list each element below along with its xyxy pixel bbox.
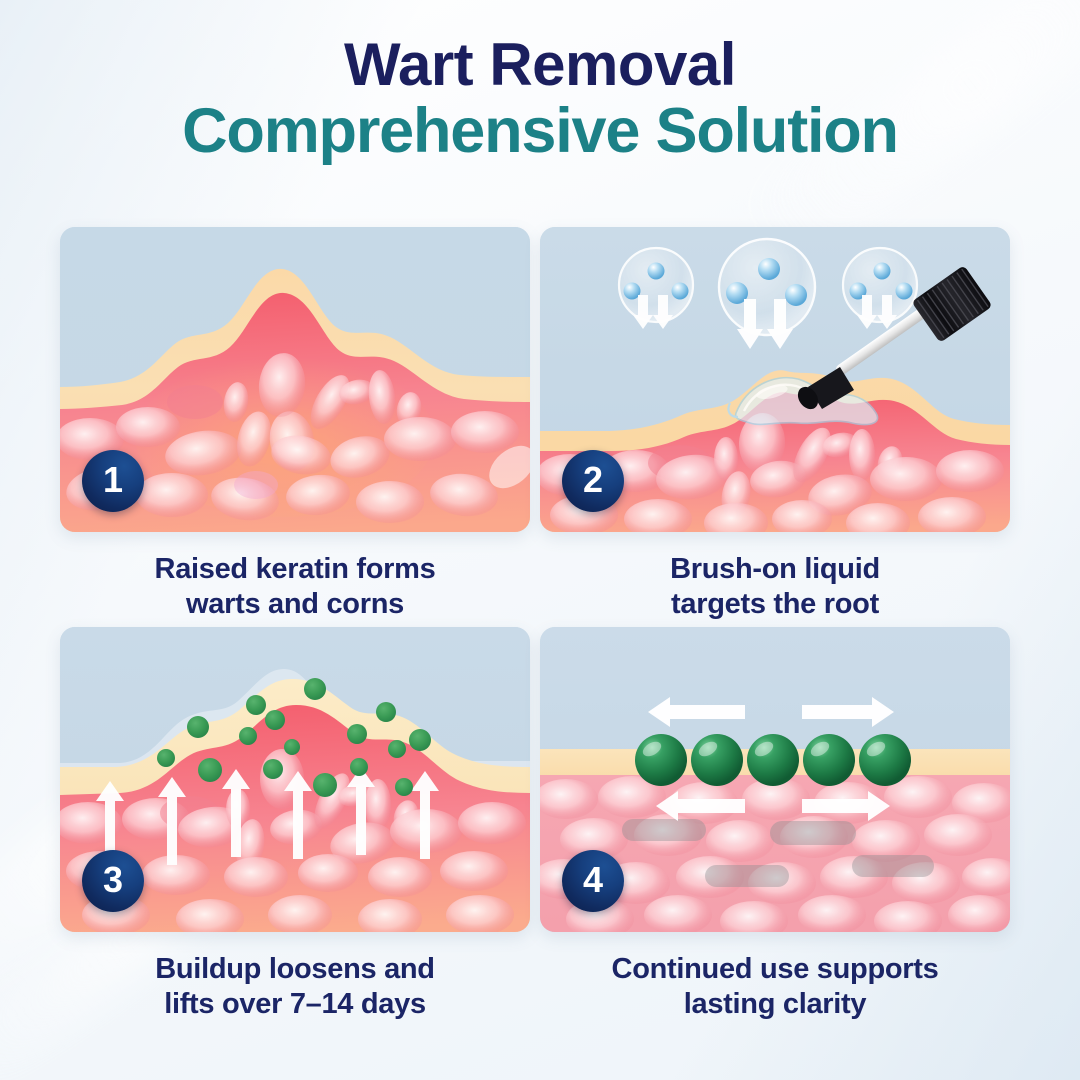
step-caption-4: Continued use supports lasting clarity [611, 953, 939, 1021]
step-illustration-2: 2 [540, 227, 1010, 532]
step-caption-1: Raised keratin forms warts and corns [154, 553, 436, 621]
smoothed-tissue-icon [622, 819, 934, 887]
step-caption-3: Buildup loosens and lifts over 7–14 days [155, 953, 435, 1021]
step-number-badge-2: 2 [562, 450, 624, 512]
step-illustration-1: 1 [60, 227, 530, 532]
right-arrow-icon [802, 697, 894, 727]
right-arrow-icon [802, 791, 890, 821]
steps-grid: 1 Raised keratin forms warts and corns [60, 227, 1020, 1027]
step-cell-4: 4 Continued use supports lasting clarity [540, 627, 1020, 1027]
step-cell-3: 3 Buildup loosens and lifts over 7–14 da… [60, 627, 540, 1027]
step-number: 2 [582, 459, 604, 500]
title-line-secondary: Comprehensive Solution [182, 95, 899, 166]
title-line-primary: Wart Removal [344, 31, 736, 98]
step-cell-2: 2 Brush-on liquid targets the root [540, 227, 1020, 627]
step-number: 3 [102, 859, 124, 900]
page-title: Wart Removal Comprehensive Solution [0, 34, 1080, 164]
step-number: 1 [102, 459, 124, 500]
left-arrow-icon [648, 697, 745, 727]
left-arrow-icon [656, 791, 745, 821]
green-sphere-icon [635, 734, 911, 786]
step-illustration-3: 3 [60, 627, 530, 932]
step-illustration-4: 4 [540, 627, 1010, 932]
step-number-badge-4: 4 [562, 850, 624, 912]
dermis-cells [60, 353, 530, 523]
step-number: 4 [582, 859, 604, 900]
step-number-badge-3: 3 [82, 850, 144, 912]
step-caption-2: Brush-on liquid targets the root [670, 553, 880, 621]
step-cell-1: 1 Raised keratin forms warts and corns [60, 227, 540, 627]
step-number-badge-1: 1 [82, 450, 144, 512]
skin-cross-section-icon [60, 227, 530, 532]
smoothed-skin-icon [540, 627, 1010, 932]
